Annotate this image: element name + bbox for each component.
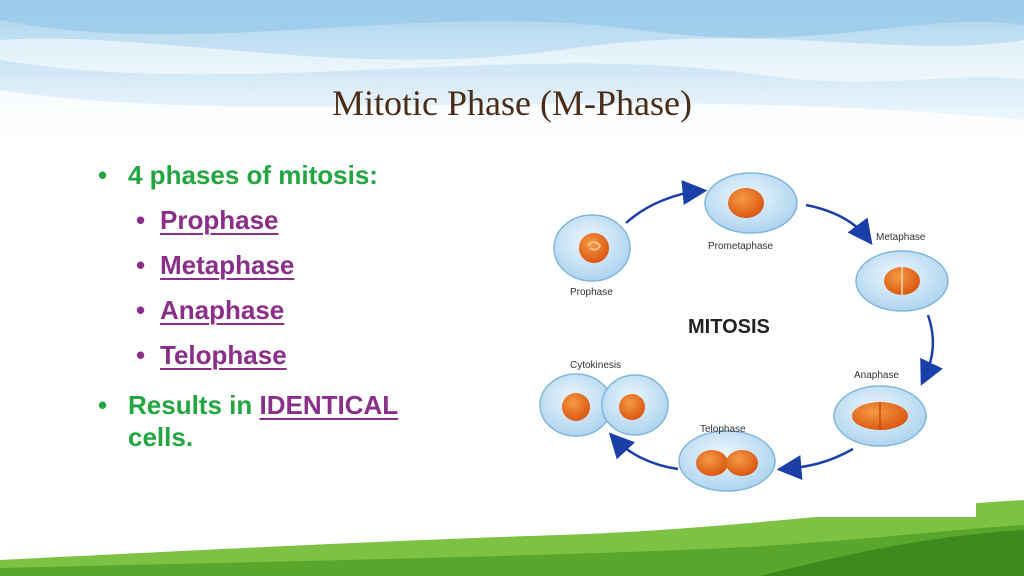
bullet-telophase: Telophase [98,340,498,371]
cytokinesis-cells [539,373,669,437]
label-mitosis: MITOSIS [688,316,770,338]
bullet-list: 4 phases of mitosis: Prophase Metaphase … [98,160,498,453]
label-telophase: Telophase [700,424,746,435]
prophase-cell [553,214,631,282]
telophase-cell [678,430,776,492]
sky-background [0,0,1024,150]
arrow-prometaphase-to-metaphase [805,203,873,245]
bullet-prophase: Prophase [98,205,498,236]
term-anaphase: Anaphase [160,295,285,325]
term-telophase: Telophase [160,340,287,370]
label-cytokinesis: Cytokinesis [570,360,621,371]
bullet-identical-cells: Results in IDENTICAL cells. [98,389,498,453]
term-prophase: Prophase [160,205,279,235]
slide-title: Mitotic Phase (M-Phase) [332,83,692,123]
result-suffix: cells. [128,422,194,452]
bullet-anaphase: Anaphase [98,295,498,326]
prometaphase-cell [704,172,798,234]
bullet-phases-intro: 4 phases of mitosis: [98,160,498,191]
bullet-metaphase: Metaphase [98,250,498,281]
anaphase-cell [833,385,927,447]
term-metaphase: Metaphase [160,250,295,280]
label-metaphase: Metaphase [876,232,926,243]
label-anaphase: Anaphase [854,370,899,381]
metaphase-cell [855,250,949,312]
arrow-metaphase-to-anaphase [920,314,943,386]
term-identical: IDENTICAL [259,390,399,420]
arrow-anaphase-to-telophase [776,447,854,481]
label-prometaphase: Prometaphase [708,241,773,252]
arrow-prophase-to-prometaphase [625,180,708,224]
label-prophase: Prophase [570,287,613,298]
mitosis-diagram: Prophase Prometaphase Metaphase Anaphase… [518,153,976,517]
arrow-telophase-to-cytokinesis [608,432,679,471]
mitosis-cycle-svg: Prophase Prometaphase Metaphase Anaphase… [518,153,976,517]
grass-background [0,500,1024,576]
result-prefix: Results in [128,390,260,420]
